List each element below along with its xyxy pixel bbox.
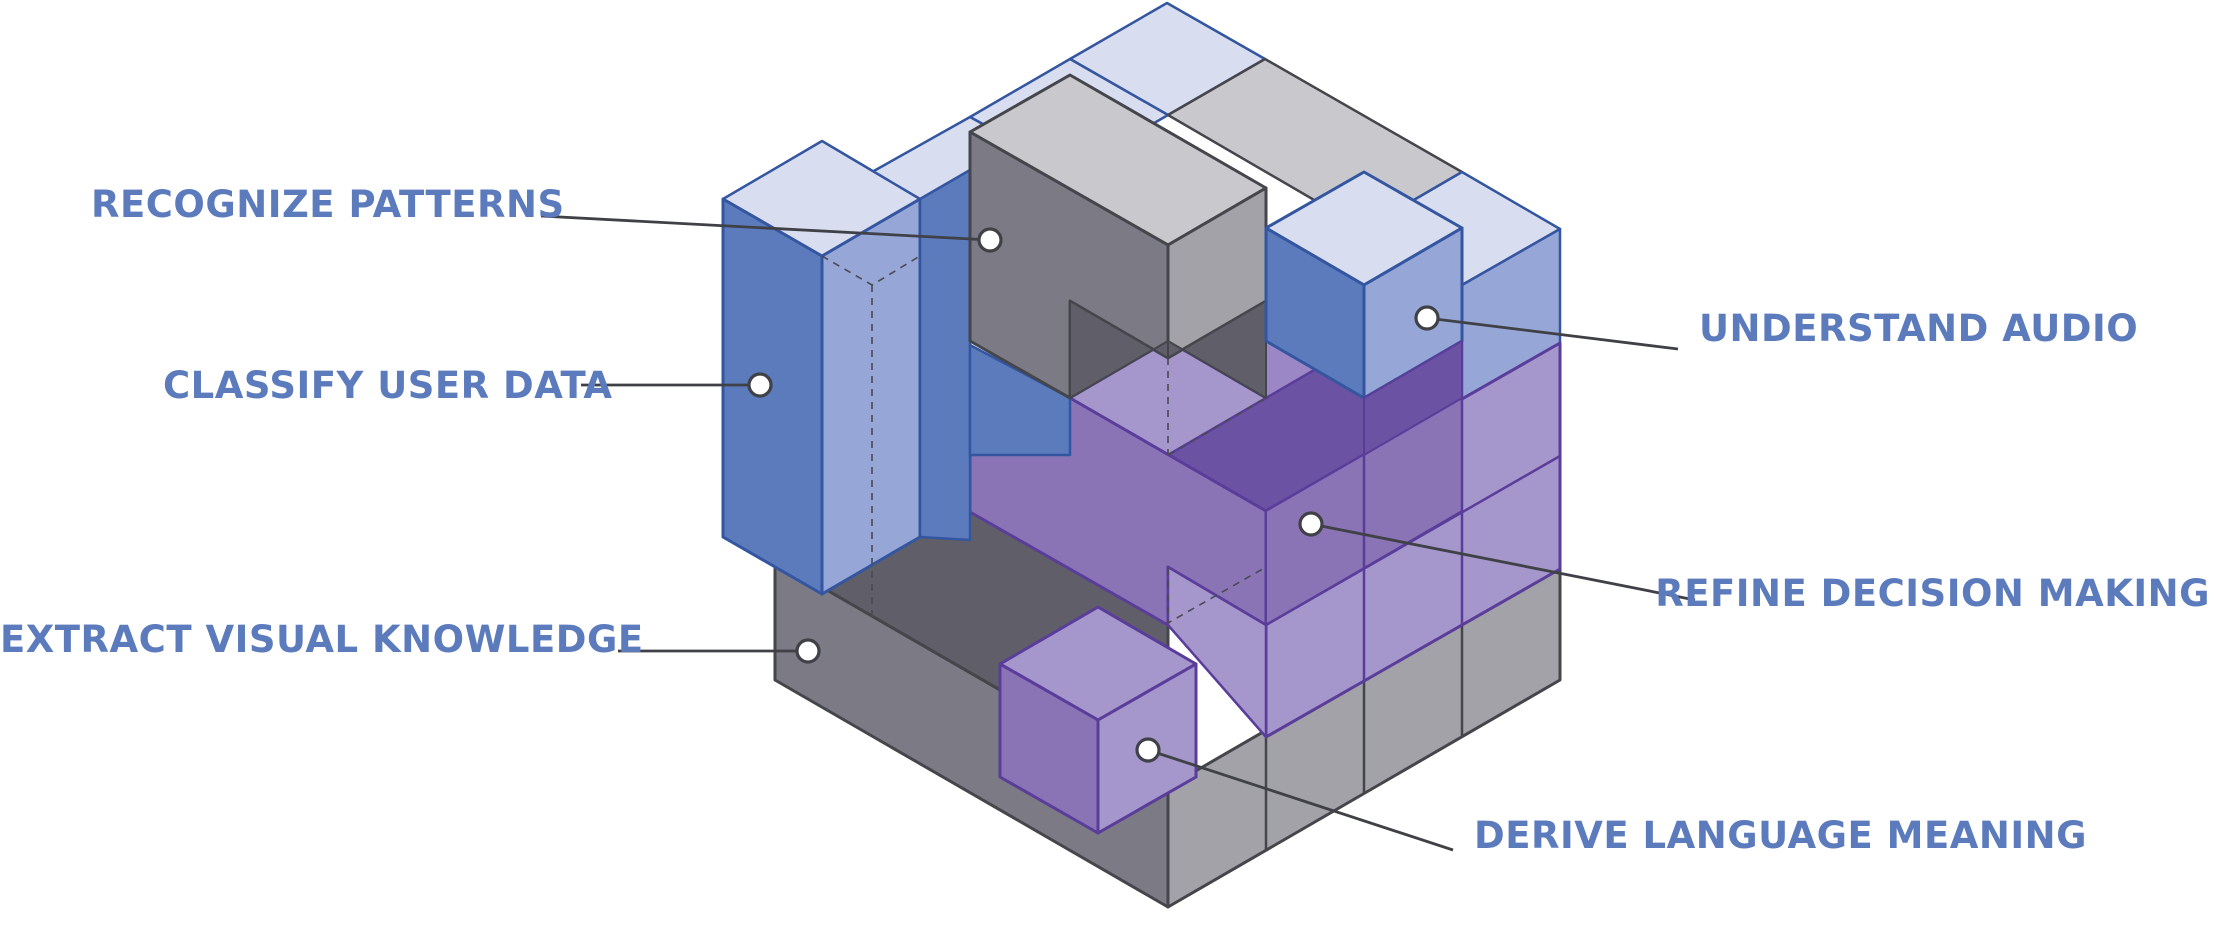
dot-classify (747, 372, 773, 398)
label-understand-audio: UNDERSTAND AUDIO (1699, 307, 2138, 350)
blue-cube-right (1264, 170, 1464, 456)
leader-recognize (540, 214, 991, 242)
leader-lines (540, 214, 1696, 852)
leader-refine (1310, 522, 1696, 602)
label-classify-user-data: CLASSIFY USER DATA (163, 364, 613, 407)
connector-dots (747, 227, 1440, 763)
label-extract-visual-knowledge: EXTRACT VISUAL KNOWLEDGE (0, 618, 644, 661)
dot-recognize (977, 227, 1003, 253)
dot-extract (795, 638, 821, 664)
dot-derive (1135, 737, 1161, 763)
dot-refine (1298, 511, 1324, 537)
label-refine-decision-making: REFINE DECISION MAKING (1655, 572, 2210, 615)
label-derive-language-meaning: DERIVE LANGUAGE MEANING (1474, 814, 2087, 857)
leader-derive (1147, 748, 1454, 852)
dot-understand (1414, 305, 1440, 331)
labels: RECOGNIZE PATTERNS CLASSIFY USER DATA EX… (0, 183, 2210, 857)
leader-understand (1426, 316, 1679, 351)
blue-column (721, 139, 972, 621)
gray-notched-block (968, 73, 1268, 456)
label-recognize-patterns: RECOGNIZE PATTERNS (91, 183, 565, 226)
